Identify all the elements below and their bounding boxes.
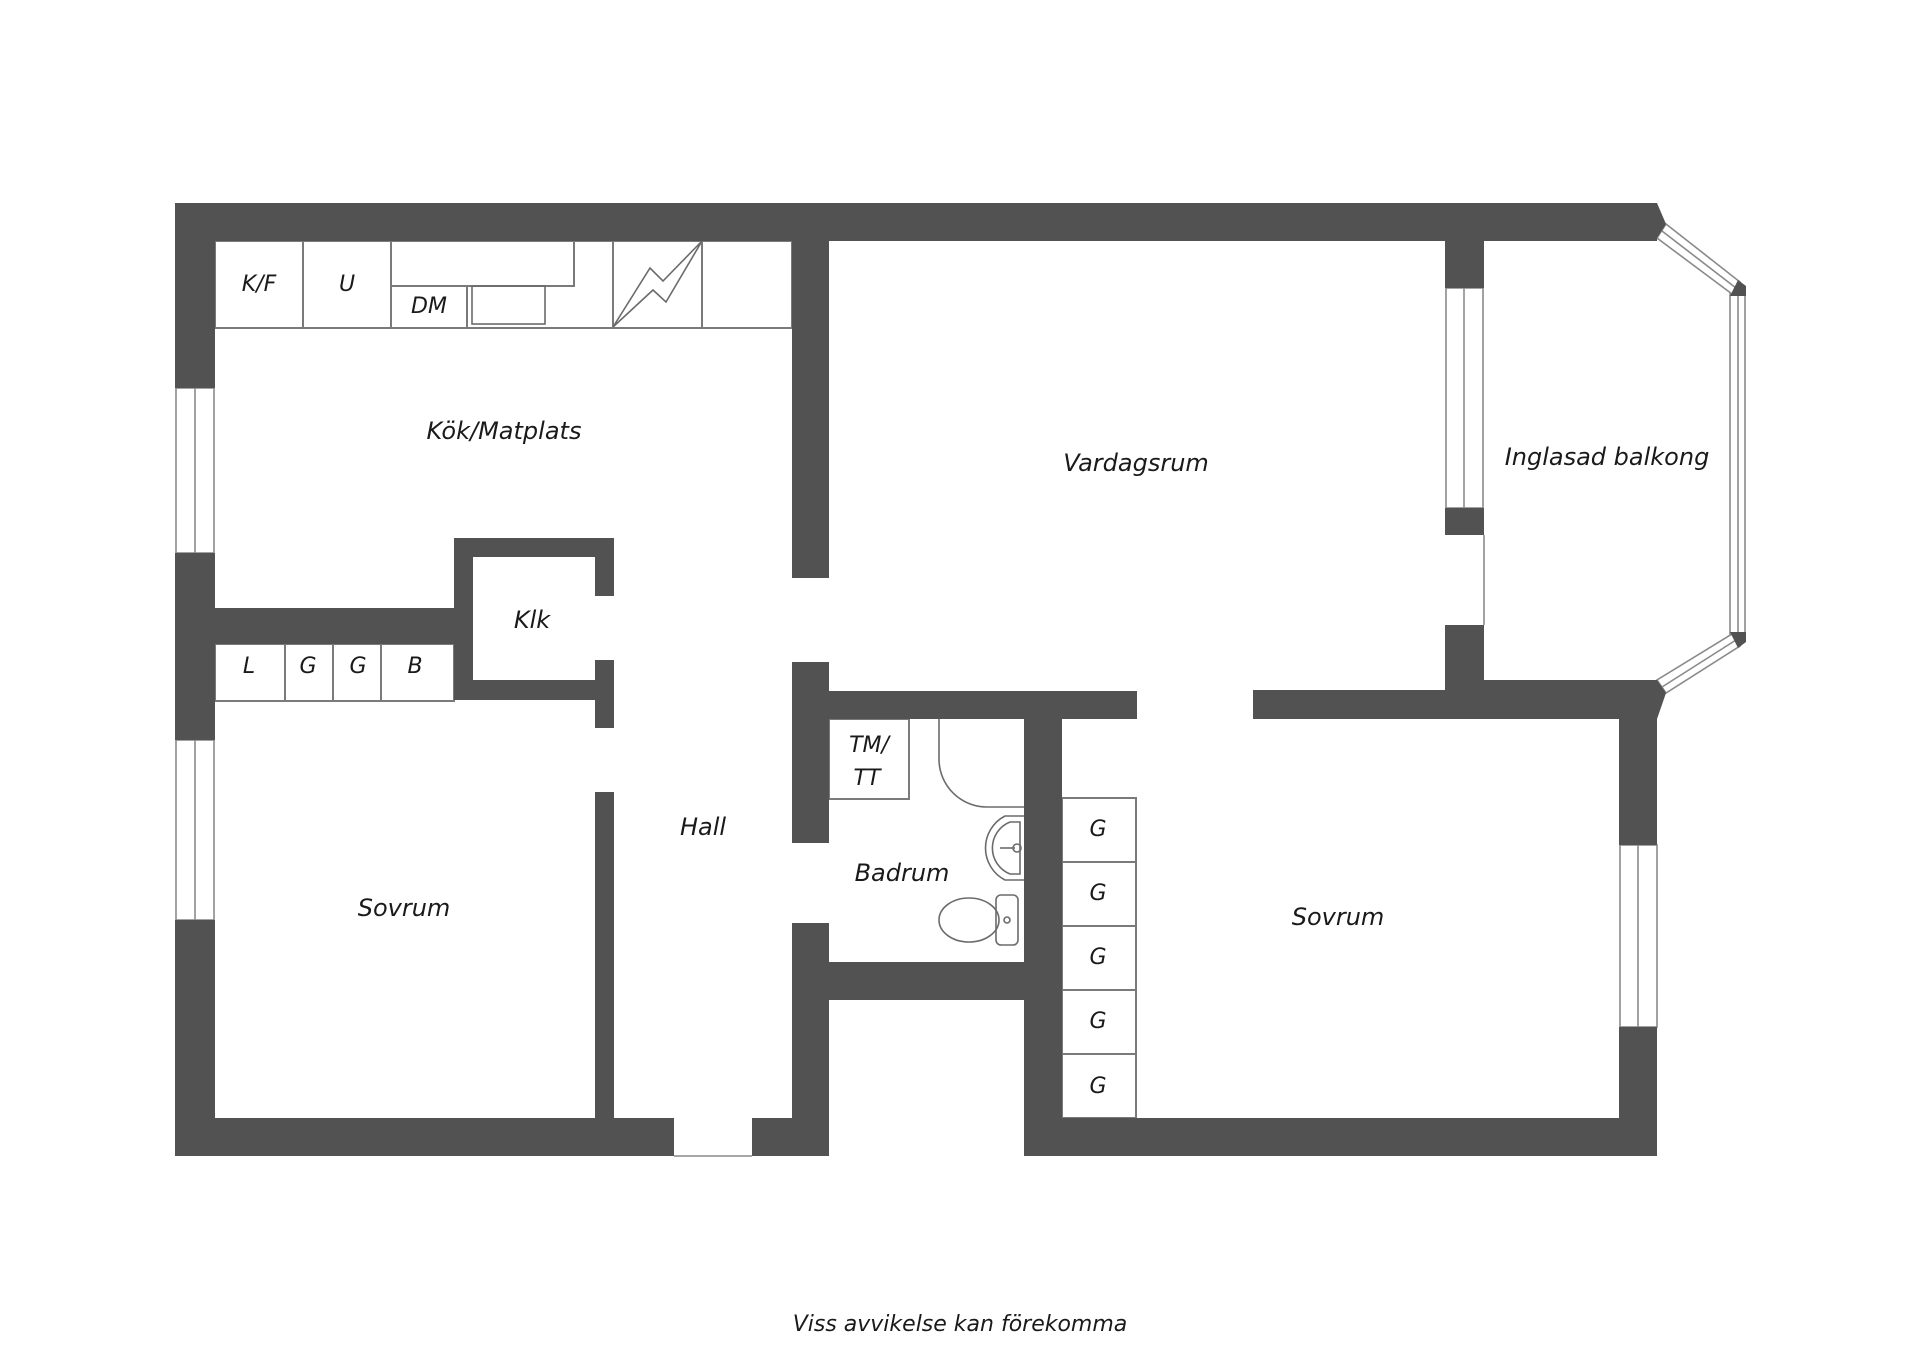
room-label-klk: Klk bbox=[514, 606, 551, 634]
windows bbox=[175, 287, 1658, 1028]
sink-icon bbox=[984, 815, 1024, 881]
label-wardrobe-5: G bbox=[1089, 1074, 1106, 1099]
room-label-bedroom-right: Sovrum bbox=[1292, 903, 1385, 931]
bay-window bbox=[1655, 203, 1746, 719]
label-washer: TM/ bbox=[849, 733, 891, 758]
label-dishwasher: DM bbox=[411, 294, 447, 319]
label-wardrobe-4: G bbox=[1089, 1009, 1106, 1034]
shower-icon bbox=[938, 719, 1024, 808]
label-wardrobe-1: G bbox=[1089, 817, 1106, 842]
label-storage-b: B bbox=[407, 654, 422, 679]
room-label-bedroom-left: Sovrum bbox=[358, 894, 451, 922]
toilet-icon bbox=[938, 894, 1019, 946]
label-oven: U bbox=[339, 272, 355, 297]
sink-basin bbox=[471, 285, 546, 325]
room-label-bathroom: Badrum bbox=[855, 859, 950, 887]
walls bbox=[175, 203, 1657, 1156]
label-storage-g1: G bbox=[299, 654, 316, 679]
kitchen-counter bbox=[214, 240, 793, 329]
label-storage-g2: G bbox=[349, 654, 366, 679]
stove-icon bbox=[612, 240, 703, 328]
label-wardrobe-2: G bbox=[1089, 881, 1106, 906]
label-dryer: TT bbox=[854, 766, 882, 791]
room-label-hall: Hall bbox=[680, 813, 726, 841]
label-storage-l: L bbox=[243, 654, 255, 679]
room-label-kitchen: Kök/Matplats bbox=[427, 417, 582, 445]
room-label-living: Vardagsrum bbox=[1063, 449, 1209, 477]
room-label-balcony: Inglasad balkong bbox=[1505, 443, 1710, 471]
label-wardrobe-3: G bbox=[1089, 945, 1106, 970]
label-fridge-freezer: K/F bbox=[242, 272, 277, 297]
disclaimer-text: Viss avvikelse kan förekomma bbox=[792, 1312, 1128, 1337]
